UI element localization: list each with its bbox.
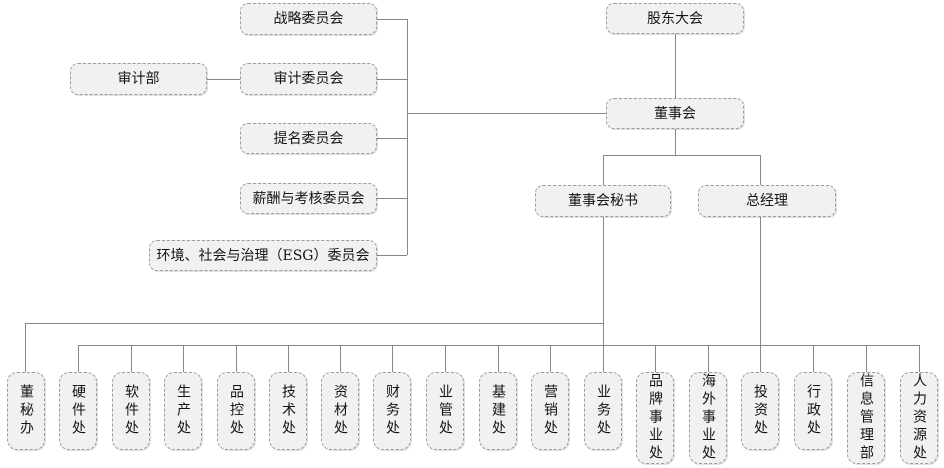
department-node: 信息管理部 bbox=[847, 372, 885, 464]
connector-line bbox=[377, 79, 407, 80]
org-node-remuneration-committee: 薪酬与考核委员会 bbox=[240, 183, 377, 214]
connector-line bbox=[708, 345, 709, 372]
org-node-audit-department: 审计部 bbox=[70, 63, 207, 95]
department-node: 软件处 bbox=[112, 372, 150, 450]
connector-line bbox=[377, 138, 407, 139]
connector-line bbox=[377, 255, 407, 256]
connector-line bbox=[377, 19, 407, 20]
connector-line bbox=[236, 345, 237, 372]
department-node: 海外事业处 bbox=[689, 372, 727, 464]
department-node: 投资处 bbox=[741, 372, 779, 450]
connector-line bbox=[407, 113, 606, 114]
department-node: 财务处 bbox=[373, 372, 411, 450]
org-node-esg-committee: 环境、社会与治理（ESG）委员会 bbox=[149, 240, 377, 271]
department-node: 资材处 bbox=[321, 372, 359, 450]
department-node: 品控处 bbox=[217, 372, 255, 450]
org-node-nomination-committee: 提名委员会 bbox=[240, 123, 377, 154]
connector-line bbox=[183, 345, 184, 372]
connector-line bbox=[377, 198, 407, 199]
connector-line bbox=[445, 345, 446, 372]
connector-line bbox=[675, 129, 676, 155]
connector-line bbox=[25, 323, 26, 372]
department-node: 生产处 bbox=[164, 372, 202, 450]
department-node: 行政处 bbox=[794, 372, 832, 450]
department-node: 技术处 bbox=[269, 372, 307, 450]
connector-line bbox=[288, 345, 289, 372]
connector-line bbox=[760, 155, 761, 185]
connector-line bbox=[603, 155, 760, 156]
connector-line bbox=[866, 345, 867, 372]
department-node: 基建处 bbox=[479, 372, 517, 450]
connector-line bbox=[207, 79, 240, 80]
department-node: 董秘办 bbox=[7, 372, 45, 450]
department-node: 业管处 bbox=[426, 372, 464, 450]
department-node: 业务处 bbox=[584, 372, 622, 450]
department-node: 营销处 bbox=[531, 372, 569, 450]
connector-line bbox=[603, 217, 604, 345]
connector-line bbox=[760, 345, 761, 372]
department-node: 品牌事业处 bbox=[636, 372, 674, 464]
connector-line bbox=[550, 345, 551, 372]
connector-line bbox=[407, 19, 408, 255]
connector-line bbox=[603, 345, 604, 372]
connector-line bbox=[131, 345, 132, 372]
org-node-board-secretary: 董事会秘书 bbox=[535, 185, 671, 217]
org-node-general-manager: 总经理 bbox=[698, 185, 836, 217]
connector-line bbox=[392, 345, 393, 372]
org-node-shareholders-meeting: 股东大会 bbox=[606, 3, 744, 34]
connector-line bbox=[25, 323, 603, 324]
org-node-audit-committee: 审计委员会 bbox=[240, 63, 377, 95]
connector-line bbox=[760, 217, 761, 345]
org-node-strategy-committee: 战略委员会 bbox=[240, 3, 377, 35]
connector-line bbox=[813, 345, 814, 372]
connector-line bbox=[919, 345, 920, 372]
connector-line bbox=[675, 34, 676, 98]
connector-line bbox=[340, 345, 341, 372]
connector-line bbox=[655, 345, 656, 372]
connector-line bbox=[603, 155, 604, 185]
connector-line bbox=[78, 345, 79, 372]
department-node: 人力资源处 bbox=[900, 372, 938, 464]
connector-line bbox=[498, 345, 499, 372]
org-node-board: 董事会 bbox=[606, 98, 744, 129]
department-node: 硬件处 bbox=[59, 372, 97, 450]
